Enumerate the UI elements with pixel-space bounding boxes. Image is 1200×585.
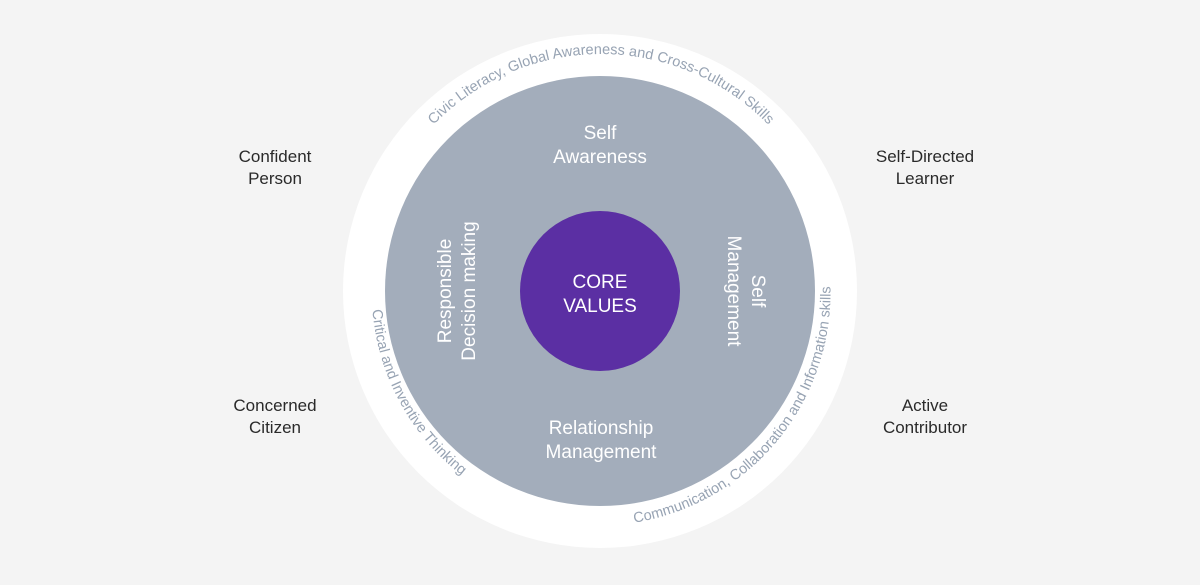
- outcome-active-contributor: Active Contributor: [882, 396, 968, 437]
- core-values-label: CORE VALUES: [563, 272, 637, 317]
- core-circle: [520, 211, 680, 371]
- label-responsible-decision-making: Responsible Decision making: [435, 221, 480, 360]
- outcome-self-directed-learner: Self-Directed Learner: [875, 147, 975, 188]
- label-self-management: Self Management: [723, 236, 768, 348]
- svg-text:Self: Self: [747, 275, 768, 308]
- competency-labels: Self Awareness Relationship Management R…: [435, 123, 768, 463]
- label-self-awareness-1: Self: [584, 123, 617, 144]
- label-self-awareness-2: Awareness: [553, 147, 647, 168]
- svg-text:Responsible: Responsible: [435, 239, 456, 344]
- svg-text:VALUES: VALUES: [563, 296, 637, 317]
- outcome-confident-person: Confident Person: [238, 147, 312, 188]
- svg-text:Management: Management: [723, 236, 744, 348]
- outcome-concerned-citizen: Concerned Citizen: [233, 396, 317, 437]
- svg-text:Decision making: Decision making: [459, 221, 480, 360]
- label-relationship-management-2: Management: [546, 442, 658, 463]
- svg-text:CORE: CORE: [573, 272, 628, 293]
- label-relationship-management-1: Relationship: [549, 418, 654, 439]
